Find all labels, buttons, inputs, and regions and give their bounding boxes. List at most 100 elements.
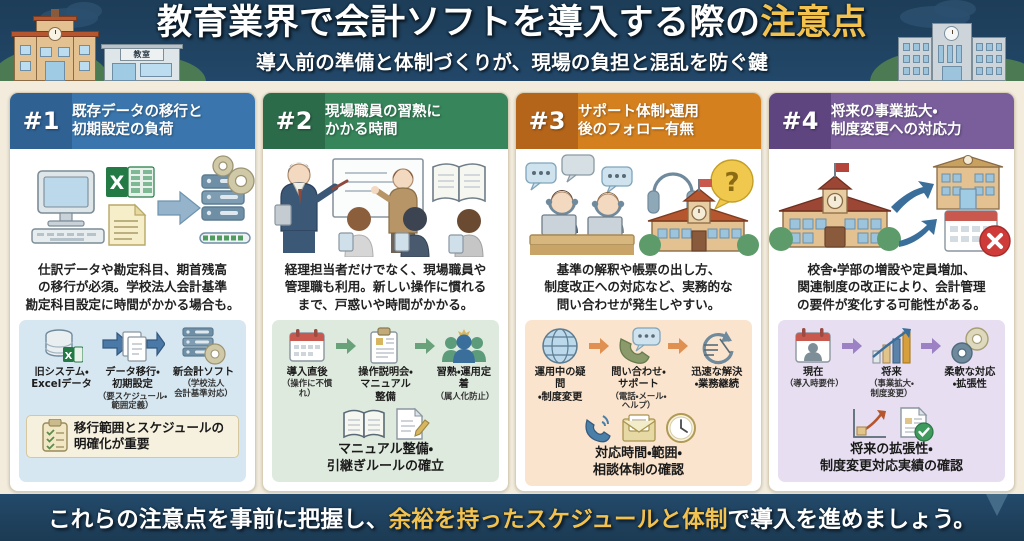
card-4-header: #4 将来の事業拡大・ 制度変更への対応力 xyxy=(769,93,1014,149)
card-3-conclusion-text: 対応時間・範囲・ 相談体制の確認 xyxy=(592,445,684,478)
flow-step-sub: （学校法人 会計基準対応） xyxy=(174,378,233,399)
cards-row: #1 既存データの移行と 初期設定の負荷 X xyxy=(9,92,1015,492)
flow-step-label: 旧システム・ Excelデータ xyxy=(31,367,92,391)
flow-step: 柔軟な対応 ・拡張性 xyxy=(942,326,998,391)
footer-text-before: これらの注意点を事前に把握し、 xyxy=(48,506,389,533)
card-4-illustration xyxy=(769,149,1014,257)
arrow-right-icon xyxy=(414,326,436,366)
flow-step-label: 迅速な解決 ・業務継続 xyxy=(691,367,743,391)
card-2-number: #2 xyxy=(263,93,325,149)
cloud-icon xyxy=(66,2,102,20)
card-1-panel: X 旧システム・ Excelデータ xyxy=(19,320,246,482)
flow-step-sub: （操作に不慣れ） xyxy=(282,378,333,399)
footer-background xyxy=(0,494,1024,541)
card-2-conclusion: マニュアル整備・ 引継ぎルールの確立 xyxy=(277,407,494,478)
card-1-number: #1 xyxy=(10,93,72,149)
document-transfer-icon xyxy=(101,326,165,366)
page-title-main: 教育業界で会計ソフトを導入する際の xyxy=(156,3,761,43)
card-3-conclusion: 対応時間・範囲・ 相談体制の確認 xyxy=(530,411,747,482)
flow-step-label: データ移行・ 初期設定 xyxy=(105,367,160,391)
svg-text:X: X xyxy=(64,351,72,362)
page-title-highlight: 注意点 xyxy=(760,3,868,43)
flow-step: 導入直後 （操作に不慣れ） xyxy=(279,326,335,399)
flow-step: 新会計ソフト （学校法人 会計基準対応） xyxy=(168,326,239,399)
flow-step: 操作説明会・ マニュアル整備 xyxy=(357,326,413,404)
footer-text-after: で導入を進めましょう。 xyxy=(727,506,976,533)
card-1-illustration: X xyxy=(10,149,255,257)
arrow-right-icon xyxy=(667,326,689,366)
flow-step-label: 現在 xyxy=(802,367,824,379)
card-4-panel: 現在 （導入時要件） xyxy=(778,320,1005,482)
flow-step-label: 柔軟な対応 ・拡張性 xyxy=(944,367,996,391)
card-3-header: #3 サポート体制・運用 後のフォロー有無 xyxy=(516,93,761,149)
arrow-right-icon xyxy=(335,326,357,366)
flow-step: 運用中の疑問 ・制度変更 xyxy=(532,326,588,404)
arrow-right-icon xyxy=(588,326,610,366)
footer-banner: これらの注意点を事前に把握し、余裕を持ったスケジュールと体制で導入を進めましょう… xyxy=(0,494,1024,541)
flow-step-label: 習熟・運用定着 xyxy=(436,367,492,391)
flow-step-sub: （電話・メール・ヘルプ） xyxy=(610,390,667,411)
flow-step: 習熟・運用定着 （属人化防止） xyxy=(435,326,495,401)
ground-strip xyxy=(0,81,1024,88)
clipboard-check-icon xyxy=(41,418,69,453)
flow-step-label: 運用中の疑問 ・制度変更 xyxy=(534,367,586,403)
clipboard-icon xyxy=(367,326,403,366)
growth-chart-icon xyxy=(869,326,913,366)
flow-step-label: 新会計ソフト xyxy=(172,367,235,379)
arrow-right-icon xyxy=(841,326,863,366)
card-3-flow: 運用中の疑問 ・制度変更 xyxy=(530,326,747,411)
card-3[interactable]: #3 サポート体制・運用 後のフォロー有無 xyxy=(515,92,762,492)
card-4-conclusion: 将来の拡張性・ 制度変更対応実績の確認 xyxy=(783,406,1000,478)
gears-icon xyxy=(948,326,992,366)
calendar-icon xyxy=(287,326,327,366)
footer-message: これらの注意点を事前に把握し、余裕を持ったスケジュールと体制で導入を進めましょう… xyxy=(48,502,976,534)
modern-building-illustration xyxy=(898,23,1006,81)
flow-step: 将来 （事業拡大・ 制度変更） xyxy=(863,326,919,399)
svg-text:?: ? xyxy=(724,168,739,198)
flow-step: 迅速な解決 ・業務継続 xyxy=(689,326,745,391)
card-2-illustration xyxy=(263,149,508,257)
card-4-description: 校舎・学部の増設や定員増加、 関連制度の改正により、会計管理 の要件が変化する可… xyxy=(797,262,986,312)
flow-step: X 旧システム・ Excelデータ xyxy=(26,326,97,391)
card-1[interactable]: #1 既存データの移行と 初期設定の負荷 X xyxy=(9,92,256,492)
calendar-person-icon xyxy=(793,326,833,366)
database-excel-icon: X xyxy=(41,326,83,366)
card-2-panel: 導入直後 （操作に不慣れ） xyxy=(272,320,499,482)
card-2-title: 現場職員の習熟に かかる時間 xyxy=(325,93,508,149)
cloud-icon xyxy=(934,0,976,18)
flow-step-sub: （属人化防止） xyxy=(435,390,495,401)
card-1-flow: X 旧システム・ Excelデータ xyxy=(24,326,241,411)
clock-refresh-icon xyxy=(696,326,738,366)
flow-step-sub: （導入時要件） xyxy=(785,378,844,389)
card-2-description: 経理担当者だけでなく、現場職員や 管理職も利用。新しい操作に慣れる まで、戸惑い… xyxy=(284,262,487,312)
card-4-flow: 現在 （導入時要件） xyxy=(783,326,1000,399)
book-pencil-icon xyxy=(277,407,494,441)
globe-icon xyxy=(541,326,579,366)
card-3-panel: 運用中の疑問 ・制度変更 xyxy=(525,320,752,486)
page-title: 教育業界で会計ソフトを導入する際の注意点 xyxy=(0,3,1024,43)
arrow-right-icon xyxy=(920,326,942,366)
building-sign: 教室 xyxy=(120,48,164,61)
card-4[interactable]: #4 将来の事業拡大・ 制度変更への対応力 xyxy=(768,92,1015,492)
card-3-number: #3 xyxy=(516,93,578,149)
annex-building-illustration: 教室 xyxy=(101,41,183,81)
card-4-title: 将来の事業拡大・ 制度変更への対応力 xyxy=(831,93,1014,149)
flow-step-sub: （要スケジュール・ 範囲定義） xyxy=(97,390,168,411)
flow-step: 問い合わせ・ サポート （電話・メール・ヘルプ） xyxy=(610,326,666,411)
header-banner: 教室 xyxy=(0,0,1024,88)
card-4-conclusion-text: 将来の拡張性・ 制度変更対応実績の確認 xyxy=(819,442,963,475)
card-2-header: #2 現場職員の習熟に かかる時間 xyxy=(263,93,508,149)
phone-mail-clock-icon xyxy=(530,411,747,445)
flow-step: データ移行・ 初期設定 （要スケジュール・ 範囲定義） xyxy=(97,326,168,411)
title-block: 教育業界で会計ソフトを導入する際の注意点 導入前の準備と体制づくりが、現場の負担… xyxy=(0,3,1024,75)
card-1-conclusion-text: 移行範囲とスケジュールの 明確化が重要 xyxy=(73,420,225,452)
flow-step-label: 導入直後 xyxy=(286,367,328,379)
card-2[interactable]: #2 現場職員の習熟に かかる時間 xyxy=(262,92,509,492)
card-3-illustration: ? xyxy=(516,149,761,257)
flow-step-label: 操作説明会・ マニュアル整備 xyxy=(358,367,413,403)
chart-check-icon xyxy=(783,406,1000,442)
flow-step-label: 将来 xyxy=(881,367,902,379)
footer-text-highlight: 余裕を持ったスケジュールと体制 xyxy=(388,506,728,533)
card-2-conclusion-text: マニュアル整備・ 引継ぎルールの確立 xyxy=(326,442,444,475)
